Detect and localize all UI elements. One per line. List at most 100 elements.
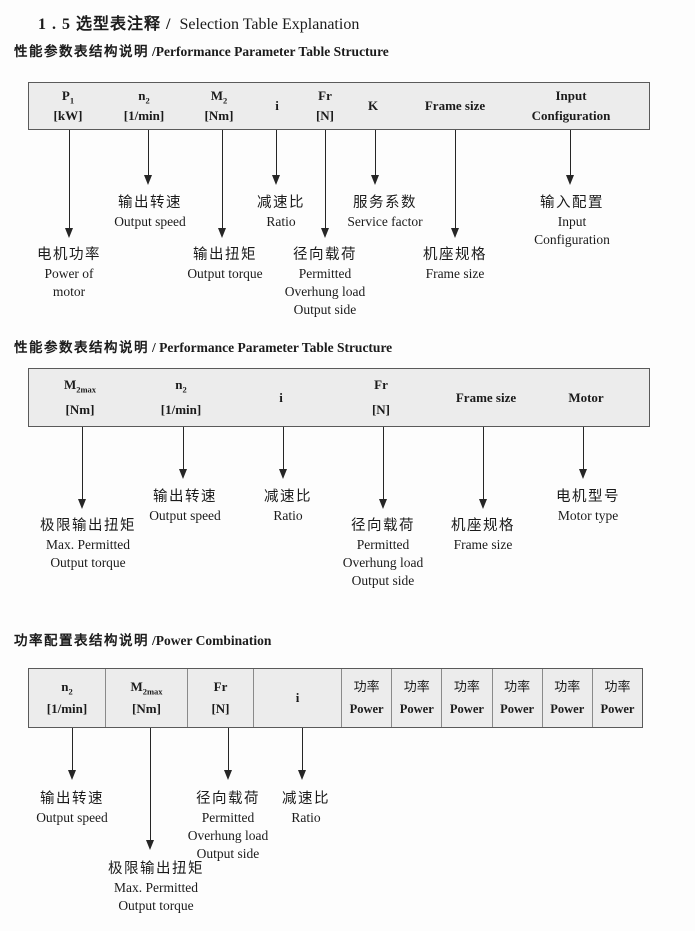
col-m2max: M2max [Nm] [106,669,188,727]
down-arrow-icon [370,130,380,185]
performance-table-2-header: M2max [Nm] n2 [1/min] i Fr [N] Frame siz… [28,368,650,427]
note-service-factor: 服务系数 Service factor [347,195,423,229]
down-arrow-icon [450,130,460,238]
section-2-heading: 性能参数表结构说明/ Performance Parameter Table S… [14,336,392,356]
col-symbol: 功率 [554,679,581,694]
col-unit: Power [399,702,434,716]
note-ratio: 减速比 Ratio [264,489,312,523]
section-1-heading-zh: 性能参数表结构说明 [14,44,149,59]
col-symbol: M2max [63,376,97,395]
col-p1: P1 [kW] [29,83,107,129]
col-symbol: 功率 [453,679,480,694]
section-3-heading-en: /Power Combination [152,633,272,648]
col-unit: [N] [315,108,335,123]
down-arrow-icon [77,427,87,509]
col-symbol: 功率 [504,679,531,694]
col-symbol: i [279,389,283,405]
page-title-en: Selection Table Explanation [179,16,360,33]
col-m2: M2 [Nm] [181,83,257,129]
col-unit: Configuration [531,108,611,123]
section-2-heading-en: / Performance Parameter Table Structure [152,340,393,355]
col-power-2: 功率 Power [392,669,443,727]
performance-table-1-header: P1 [kW] n2 [1/min] M2 [Nm] i Fr [N] K Fr… [28,82,650,130]
col-symbol: P1 [61,87,75,106]
col-power-5: 功率 Power [543,669,593,727]
down-arrow-icon [223,728,233,780]
col-k: K [353,83,393,129]
col-fr: Fr [N] [331,369,431,426]
note-output-speed: 输出转速 Output speed [149,489,221,523]
col-power-6: 功率 Power [593,669,642,727]
down-arrow-icon [578,427,588,479]
col-symbol: 功率 [403,679,430,694]
col-unit: [N] [211,701,230,716]
col-fr: Fr [N] [297,83,353,129]
down-arrow-icon [217,130,227,238]
col-symbol: 功率 [353,679,380,694]
col-symbol: Fr [318,88,332,103]
col-unit: Power [600,702,635,716]
col-power-1: 功率 Power [342,669,393,727]
col-m2max: M2max [Nm] [29,369,131,426]
section-2-heading-zh: 性能参数表结构说明 [14,340,149,355]
col-n2: n2 [1/min] [29,669,106,727]
col-symbol: Frame size [424,98,486,113]
col-unit: [Nm] [132,701,161,717]
note-output-speed: 输出转速 Output speed [114,195,186,229]
col-symbol: Fr [374,377,388,392]
down-arrow-icon [271,130,281,185]
col-fr: Fr [N] [188,669,254,727]
note-output-speed: 输出转速 Output speed [36,791,108,825]
page-title-zh: 1 . 5 选型表注释 / [38,16,172,33]
down-arrow-icon [145,728,155,850]
note-ratio: 减速比 Ratio [257,195,305,229]
down-arrow-icon [64,130,74,238]
col-symbol: K [367,98,379,113]
page-title: 1 . 5 选型表注释 / Selection Table Explanatio… [38,10,359,34]
down-arrow-icon [565,130,575,185]
section-1-heading: 性能参数表结构说明/Performance Parameter Table St… [14,40,389,60]
section-3-heading-zh: 功率配置表结构说明 [14,633,149,648]
col-frame-size: Frame size [431,369,541,426]
note-overhung-load: 径向载荷 Permitted Overhung load Output side [187,791,269,861]
col-unit: [kW] [53,108,83,124]
down-arrow-icon [297,728,307,780]
col-symbol: i [295,690,300,705]
col-power-4: 功率 Power [493,669,543,727]
note-max-output-torque: 极限输出扭矩 Max. Permitted Output torque [108,861,204,913]
col-unit: Power [449,702,484,716]
down-arrow-icon [378,427,388,509]
down-arrow-icon [178,427,188,479]
col-unit: [1/min] [160,402,202,418]
col-i: i [231,369,331,426]
col-n2: n2 [1/min] [131,369,231,426]
note-overhung-load: 径向载荷 Permitted Overhung load Output side [342,518,424,588]
col-symbol: Input [555,88,587,103]
section-3-heading: 功率配置表结构说明/Power Combination [14,629,271,649]
col-symbol: 功率 [604,679,631,694]
down-arrow-icon [143,130,153,185]
col-symbol: Frame size [455,389,517,405]
col-input-configuration: Input Configuration [517,83,651,129]
note-frame-size: 机座规格 Frame size [451,518,515,552]
col-frame-size: Frame size [393,83,517,129]
col-symbol: M2max [130,678,163,697]
note-overhung-load: 径向载荷 Permitted Overhung load Output side [284,247,366,317]
col-unit: [Nm] [65,402,95,418]
down-arrow-icon [320,130,330,238]
col-symbol: n2 [138,87,150,106]
down-arrow-icon [278,427,288,479]
section-1-heading-en: /Performance Parameter Table Structure [152,44,389,59]
down-arrow-icon [67,728,77,780]
col-unit: Power [500,702,535,716]
power-combination-table-header: n2 [1/min] M2max [Nm] Fr [N] i 功率 Power … [28,668,643,728]
col-unit: Power [349,702,384,716]
col-motor: Motor [541,369,651,426]
col-symbol: Fr [213,679,228,694]
note-ratio: 减速比 Ratio [282,791,330,825]
col-symbol: i [275,98,279,113]
col-unit: [N] [371,402,391,417]
col-symbol: M2 [210,87,228,106]
col-i: i [257,83,297,129]
